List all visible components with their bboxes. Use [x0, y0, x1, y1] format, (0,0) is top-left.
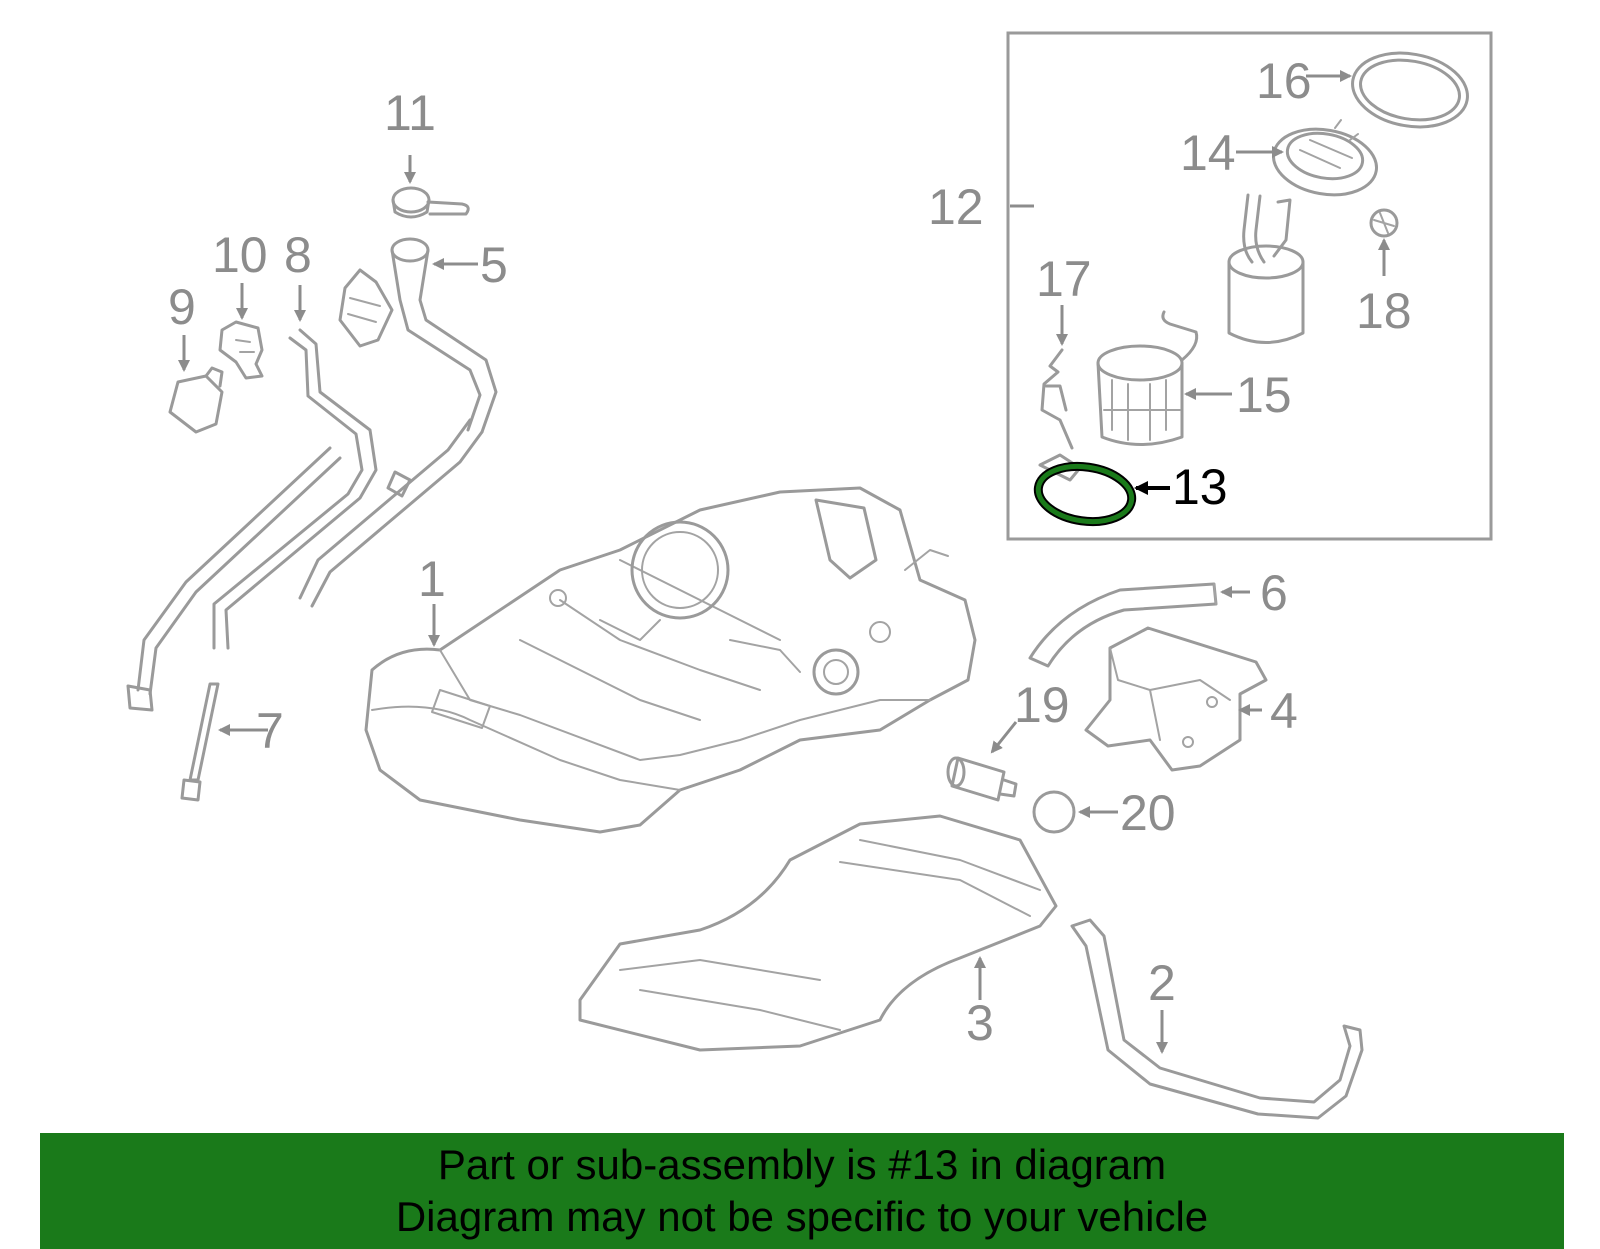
part-1-fuel-tank[interactable]: [364, 486, 977, 834]
callout-13-highlighted: 13: [1172, 459, 1228, 515]
part-19-fuel-filter[interactable]: [946, 756, 1018, 802]
part-13-seal-highlighted[interactable]: [1033, 461, 1137, 528]
filler-pipe: [126, 418, 484, 712]
part-9-vent-valve[interactable]: [168, 366, 224, 434]
info-banner: Part or sub-assembly is #13 in diagram D…: [40, 1133, 1564, 1249]
callout-20: 20: [1120, 785, 1176, 841]
callout-4: 4: [1270, 683, 1298, 739]
callout-3: 3: [966, 995, 994, 1051]
leader-lines: [178, 70, 1390, 1054]
pump-module-inset-box: [1006, 31, 1493, 541]
part-8-vent-tube[interactable]: [212, 328, 378, 650]
fuel-pump-canister[interactable]: [1227, 193, 1305, 344]
part-6-hose[interactable]: [1028, 582, 1218, 668]
callout-14: 14: [1180, 125, 1236, 181]
callout-6: 6: [1260, 565, 1288, 621]
part-17-float-arm[interactable]: [1038, 348, 1082, 482]
part-18-clip[interactable]: [1369, 208, 1399, 238]
part-7-rod[interactable]: [180, 682, 220, 802]
part-5-filler-neck[interactable]: [338, 237, 498, 434]
callout-19: 19: [1014, 677, 1070, 733]
part-2-tank-strap[interactable]: [1070, 918, 1364, 1120]
part-10-bracket[interactable]: [218, 320, 264, 380]
callout-17: 17: [1036, 251, 1092, 307]
callout-5: 5: [480, 237, 508, 293]
callout-9: 9: [168, 279, 196, 335]
banner-line-disclaimer: Diagram may not be specific to your vehi…: [395, 1193, 1209, 1240]
callout-11: 11: [384, 85, 436, 141]
part-3-shield-plate[interactable]: [578, 814, 1058, 1052]
callout-8: 8: [284, 227, 312, 283]
part-16-seal-ring[interactable]: [1347, 44, 1474, 135]
part-14-pump-cover[interactable]: [1268, 119, 1382, 203]
part-20-o-ring[interactable]: [1032, 790, 1076, 834]
callout-12: 12: [928, 179, 984, 235]
banner-line-part-number: Part or sub-assembly is #13 in diagram: [437, 1141, 1167, 1188]
part-15-reservoir[interactable]: [1096, 310, 1199, 446]
part-4-heat-shield[interactable]: [1084, 626, 1268, 772]
callout-7: 7: [256, 703, 284, 759]
callout-15: 15: [1236, 367, 1292, 423]
callout-18: 18: [1356, 283, 1412, 339]
callout-2: 2: [1148, 955, 1176, 1011]
callout-labels: 11 5 10 8 9 7 1 12 16 14 18 17 15 13 6 4…: [168, 53, 1412, 1051]
callout-16: 16: [1256, 53, 1312, 109]
callout-10: 10: [212, 227, 268, 283]
part-11-fuel-cap[interactable]: [391, 186, 470, 219]
callout-1: 1: [418, 551, 446, 607]
